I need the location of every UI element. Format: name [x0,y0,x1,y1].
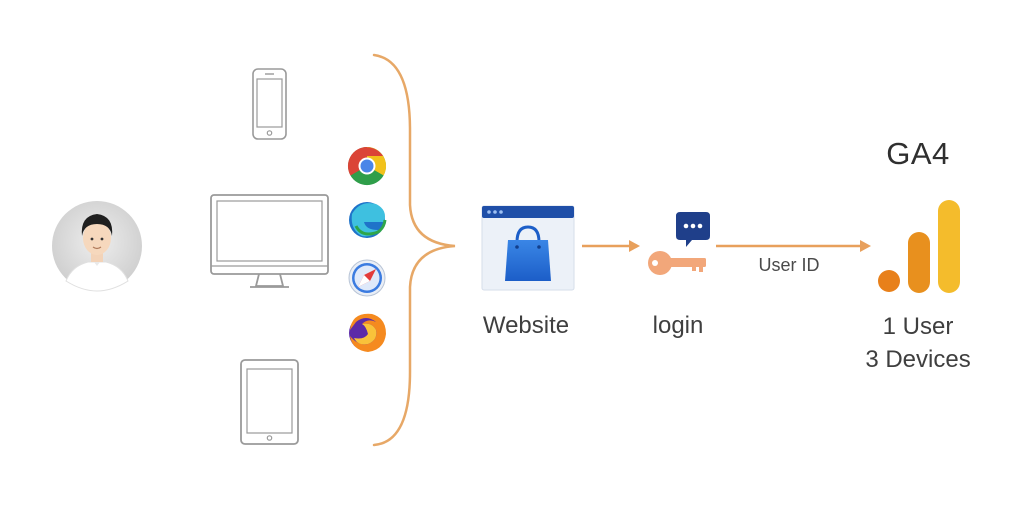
arrow-website-to-login [582,240,640,252]
desktop-monitor-icon [210,194,329,288]
shopping-bag-browser-icon [481,205,575,291]
arrow-login-to-ga4 [716,240,871,252]
tablet-icon [240,359,299,445]
safari-icon [348,259,386,297]
result-users-label: 1 User [882,313,954,340]
chrome-icon [347,146,387,186]
smartphone-icon [252,68,287,140]
edge-icon [349,202,387,238]
google-analytics-icon [878,200,960,293]
key-chat-icon [648,212,710,275]
login-label: login [652,312,704,339]
firefox-icon [349,313,386,352]
ga4-title: GA4 [886,136,950,171]
person-avatar-icon [52,201,142,292]
website-label: Website [482,312,570,339]
grouping-brace [372,53,456,447]
result-devices-label: 3 Devices [865,346,971,373]
user-id-edge-label: User ID [758,255,820,275]
